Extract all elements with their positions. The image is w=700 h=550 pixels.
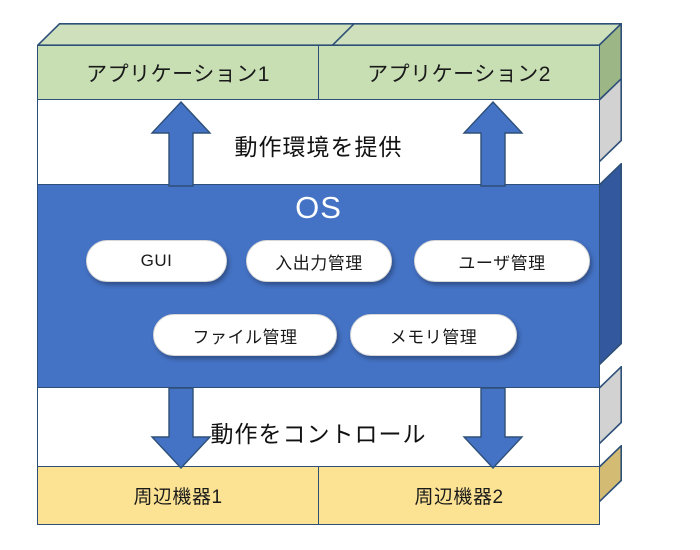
lower-gap-region [37,388,600,467]
pill-io-management[interactable]: 入出力管理 [246,240,392,282]
os-layer-side-face [598,163,622,366]
peripheral-layer: 周辺機器1 周辺機器2 [37,467,600,525]
application-box-2[interactable]: アプリケーション2 [318,46,599,99]
upper-gap-region [37,100,600,185]
pill-user-management[interactable]: ユーザ管理 [414,240,590,282]
pill-file-management-label: ファイル管理 [192,327,298,347]
peripheral-box-1-label: 周辺機器1 [133,487,223,508]
peripheral-box-2-label: 周辺機器2 [414,487,504,508]
pill-io-management-label: 入出力管理 [275,253,363,273]
application-box-1[interactable]: アプリケーション1 [38,46,318,99]
pill-user-management-label: ユーザ管理 [458,253,546,273]
peripheral-box-2[interactable]: 周辺機器2 [318,467,599,524]
pill-gui[interactable]: GUI [86,240,227,282]
pill-memory-management-label: メモリ管理 [389,327,478,347]
application-layer-side-face [598,23,622,101]
pill-file-management[interactable]: ファイル管理 [153,314,337,356]
application-box-2-label: アプリケーション2 [367,62,551,86]
peripheral-box-1[interactable]: 周辺機器1 [38,467,318,524]
pill-gui-label: GUI [140,251,173,270]
peripheral-layer-side-face [598,445,622,503]
lower-gap-side-face [598,366,622,445]
application-layer: アプリケーション1 アプリケーション2 [37,45,600,100]
upper-gap-side-face [598,78,622,163]
application-layer-top-face [37,23,622,46]
os-layer-title: OS [295,190,342,225]
pill-memory-management[interactable]: メモリ管理 [350,314,517,356]
application-box-1-label: アプリケーション1 [86,62,270,86]
